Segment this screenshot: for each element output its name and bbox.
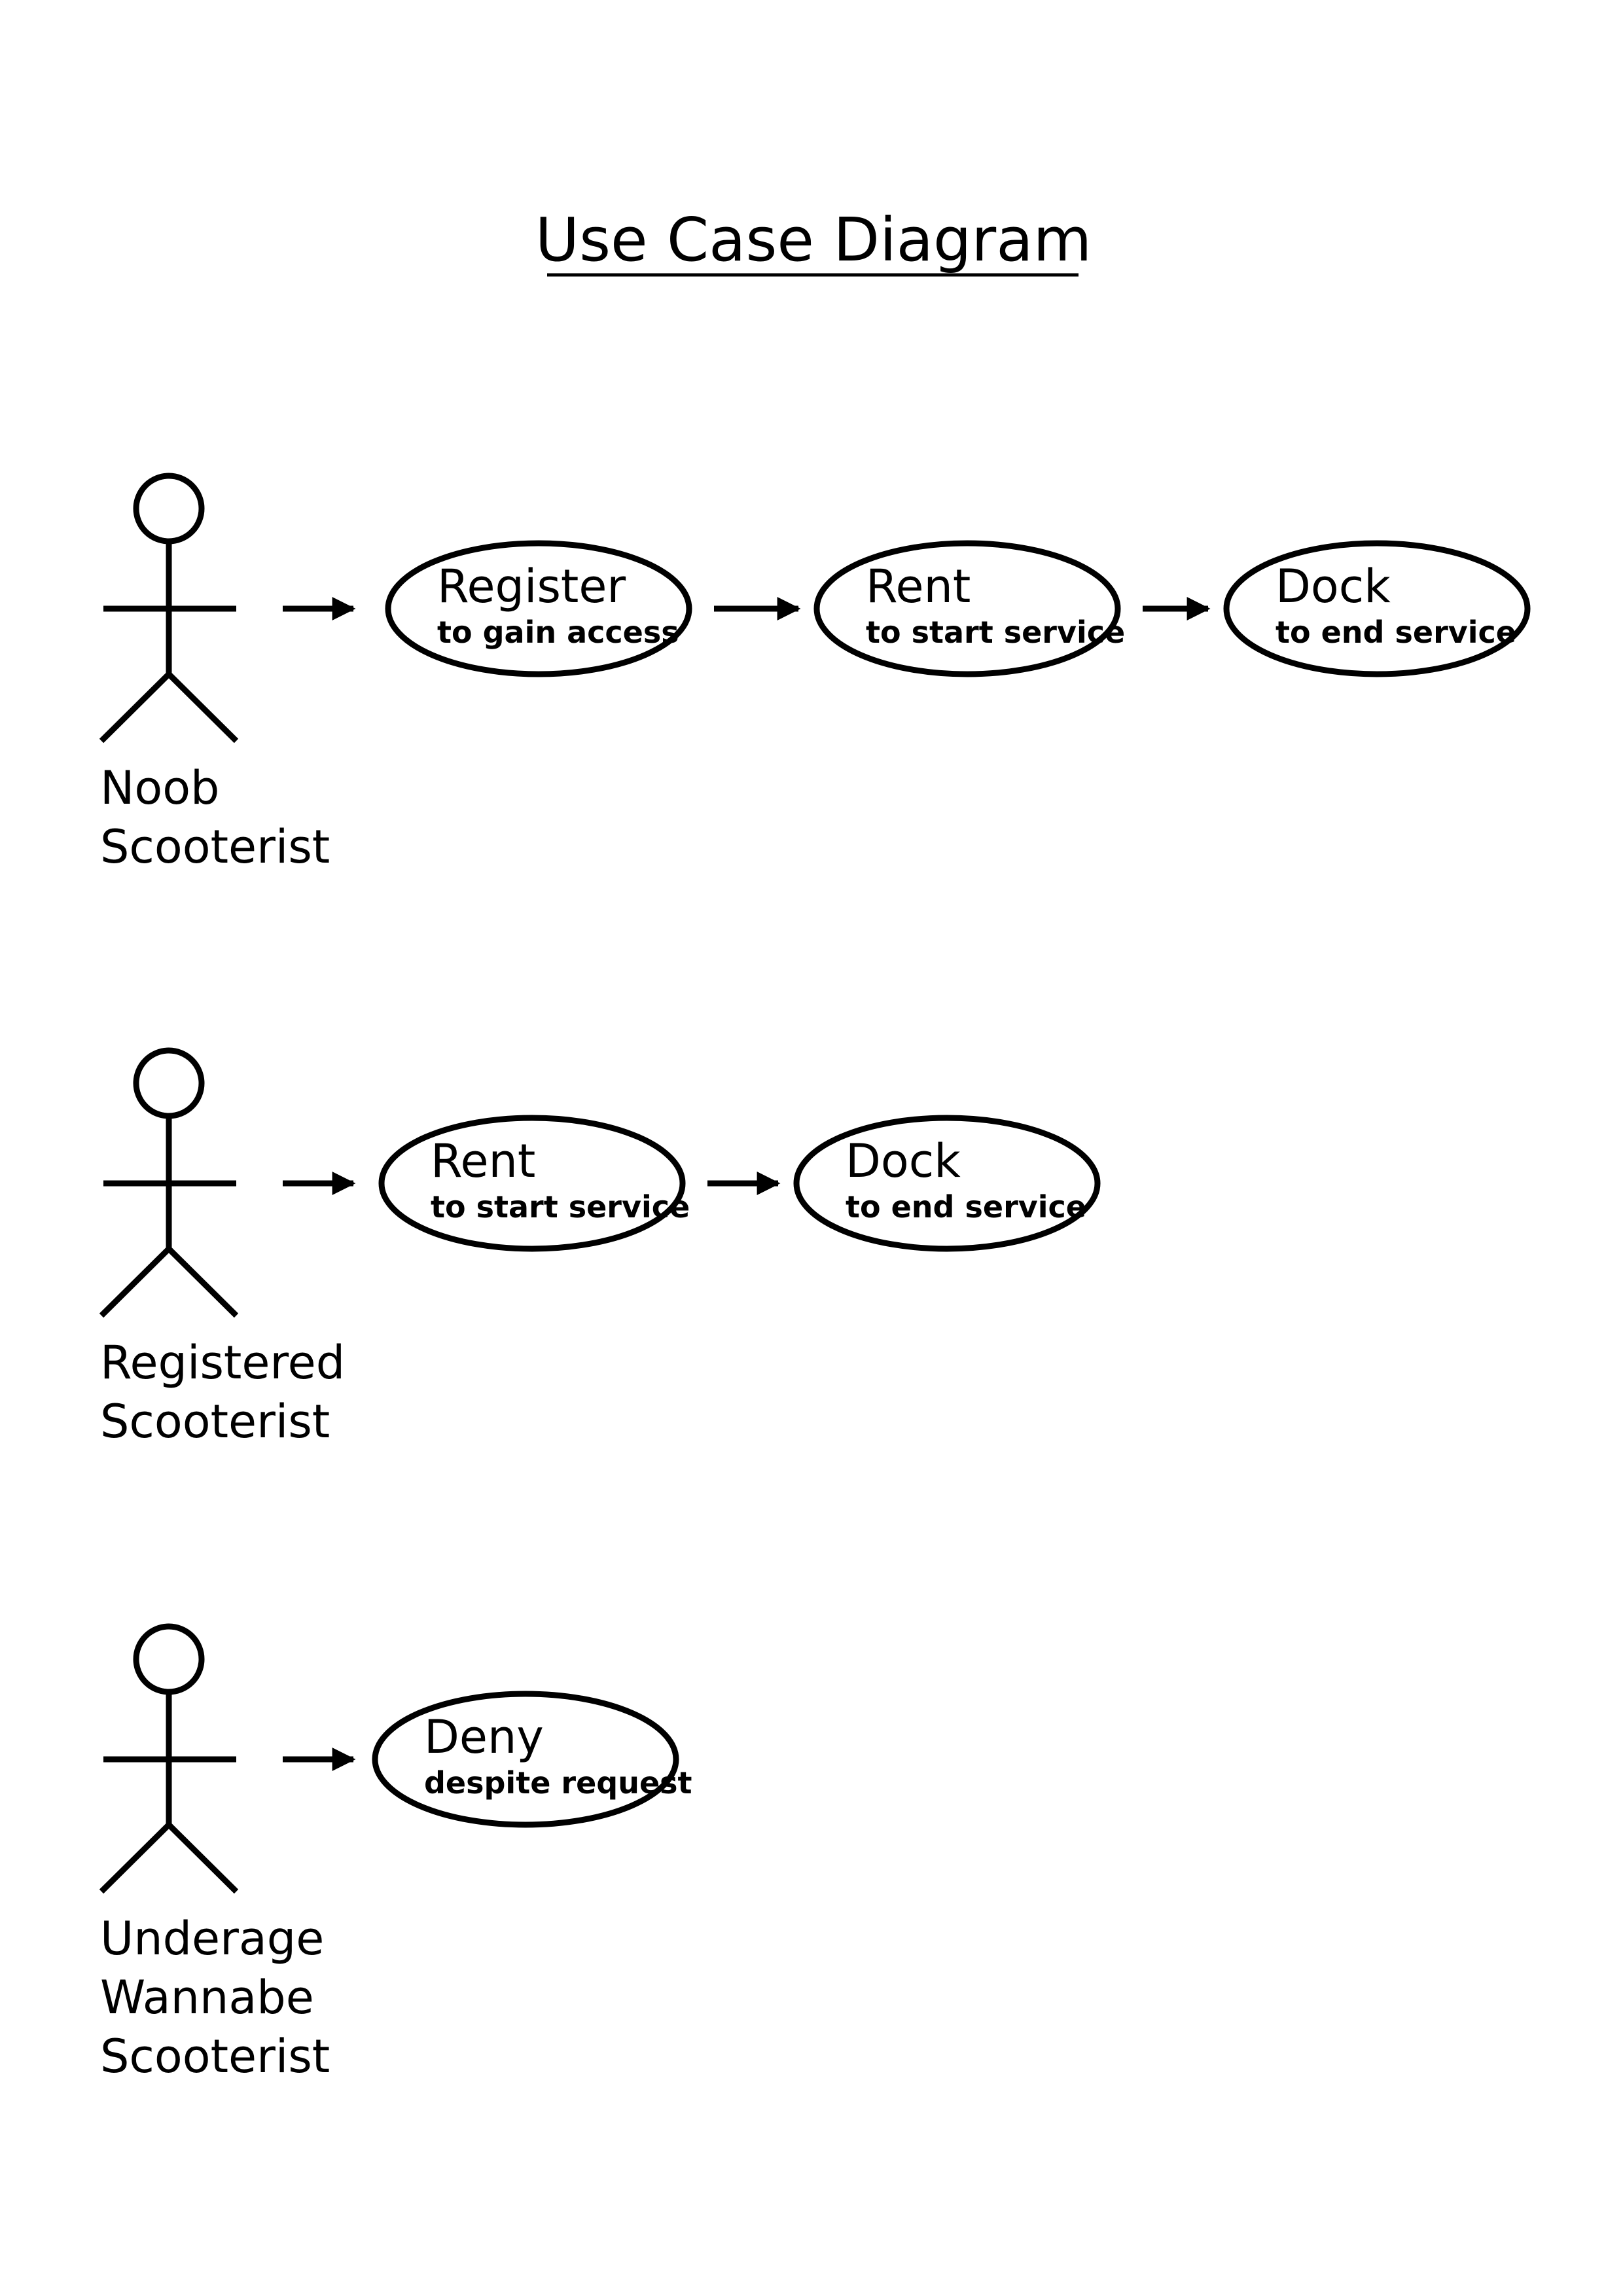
actor-name-line: Scooterist [100,1395,330,1448]
use-case-name: Dock [1275,560,1391,613]
use-case-detail: to end service [846,1189,1086,1225]
actor-head [133,1623,205,1695]
use-case-detail: to start service [431,1189,690,1225]
use-case-detail: to end service [1275,615,1516,650]
actor-head [133,1047,205,1119]
use-case-name: Deny [424,1710,544,1764]
use-case-name: Register [437,560,626,613]
use-case-detail: despite request [424,1765,692,1801]
actor-stick-figure [99,1623,239,1894]
actor-name-line: Wannabe [100,1971,314,2024]
actor-right-leg [166,672,239,744]
use-case-ellipse [378,1115,686,1252]
use-case-ellipse [372,1691,679,1828]
use-case-name: Rent [866,560,971,613]
use-case-ellipse [1223,540,1531,677]
actor-name-line: Scooterist [100,2030,330,2083]
actor-left-leg [99,1822,171,1894]
actor-name-line: Underage [100,1912,324,1965]
actor-left-leg [99,672,171,744]
use-case-name: Rent [431,1134,535,1188]
actor-right-leg [166,1246,239,1318]
actor-stick-figure [99,1047,239,1318]
use-case-ellipse [813,540,1121,677]
use-case-ellipse [385,540,692,677]
use-case-detail: to start service [866,615,1125,650]
actor-stick-figure [99,473,239,744]
use-case-ellipse [793,1115,1101,1252]
actor-right-leg [166,1822,239,1894]
use-case-name: Dock [846,1134,961,1188]
diagram-title: Use Case Diagram [535,205,1092,275]
actor-head [133,473,205,545]
actor-name-line: Registered [100,1336,345,1390]
actor-name-line: Scooterist [100,820,330,874]
actor-name-line: Noob [100,761,219,815]
actor-left-leg [99,1246,171,1318]
use-case-detail: to gain access [437,615,679,650]
